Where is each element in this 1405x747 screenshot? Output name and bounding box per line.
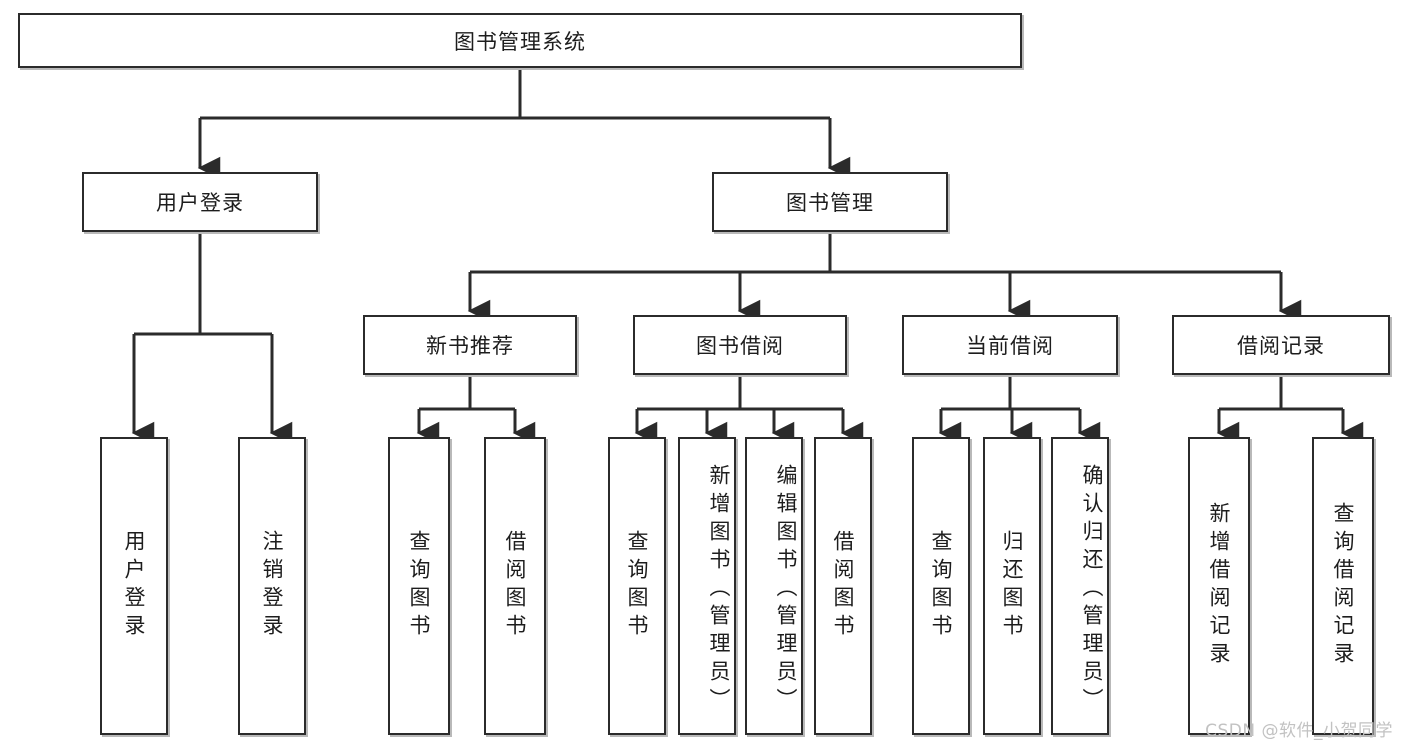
node-book-borrow-label: 图书借阅 — [696, 334, 784, 358]
node-leaf-add-record[interactable]: 新增借阅记录 — [1188, 437, 1250, 735]
node-leaf-query-book-3-label: 查询图书 — [929, 530, 953, 642]
node-leaf-edit-book-label: 编辑图书（管理员） — [774, 464, 798, 716]
node-leaf-query-book-2[interactable]: 查询图书 — [608, 437, 666, 735]
node-leaf-return-book[interactable]: 归还图书 — [983, 437, 1041, 735]
node-leaf-query-book-2-label: 查询图书 — [625, 530, 649, 642]
node-book-manage[interactable]: 图书管理 — [712, 172, 948, 232]
node-leaf-add-record-label: 新增借阅记录 — [1207, 502, 1231, 670]
node-leaf-borrow-book-1[interactable]: 借阅图书 — [484, 437, 546, 735]
node-leaf-query-book-3[interactable]: 查询图书 — [912, 437, 970, 735]
node-current-borrow[interactable]: 当前借阅 — [902, 315, 1118, 375]
node-new-book-rec[interactable]: 新书推荐 — [363, 315, 577, 375]
node-borrow-record[interactable]: 借阅记录 — [1172, 315, 1390, 375]
node-leaf-return-book-label: 归还图书 — [1000, 530, 1024, 642]
node-new-book-rec-label: 新书推荐 — [426, 334, 514, 358]
node-leaf-user-login-label: 用户登录 — [122, 530, 146, 642]
node-leaf-logout-label: 注销登录 — [260, 530, 284, 642]
node-leaf-borrow-book-2-label: 借阅图书 — [831, 530, 855, 642]
csdn-watermark: CSDN @软件_小贺同学 — [1205, 721, 1393, 741]
node-leaf-confirm-return[interactable]: 确认归还（管理员） — [1051, 437, 1109, 735]
node-current-borrow-label: 当前借阅 — [966, 334, 1054, 358]
node-leaf-add-book-label: 新增图书（管理员） — [707, 464, 731, 716]
node-leaf-edit-book[interactable]: 编辑图书（管理员） — [745, 437, 803, 735]
node-leaf-confirm-return-label: 确认归还（管理员） — [1080, 464, 1104, 716]
node-user-login-label: 用户登录 — [156, 191, 244, 215]
node-leaf-query-book-1[interactable]: 查询图书 — [388, 437, 450, 735]
node-root[interactable]: 图书管理系统 — [18, 13, 1022, 68]
node-user-login[interactable]: 用户登录 — [82, 172, 318, 232]
node-leaf-borrow-book-2[interactable]: 借阅图书 — [814, 437, 872, 735]
node-leaf-add-book[interactable]: 新增图书（管理员） — [678, 437, 736, 735]
node-root-label: 图书管理系统 — [454, 29, 586, 54]
node-leaf-query-record[interactable]: 查询借阅记录 — [1312, 437, 1374, 735]
node-leaf-user-login[interactable]: 用户登录 — [100, 437, 168, 735]
node-leaf-logout[interactable]: 注销登录 — [238, 437, 306, 735]
node-leaf-query-record-label: 查询借阅记录 — [1331, 502, 1355, 670]
node-leaf-query-book-1-label: 查询图书 — [407, 530, 431, 642]
node-book-borrow[interactable]: 图书借阅 — [633, 315, 847, 375]
node-borrow-record-label: 借阅记录 — [1237, 334, 1325, 358]
node-book-manage-label: 图书管理 — [786, 191, 874, 215]
node-leaf-borrow-book-1-label: 借阅图书 — [503, 530, 527, 642]
